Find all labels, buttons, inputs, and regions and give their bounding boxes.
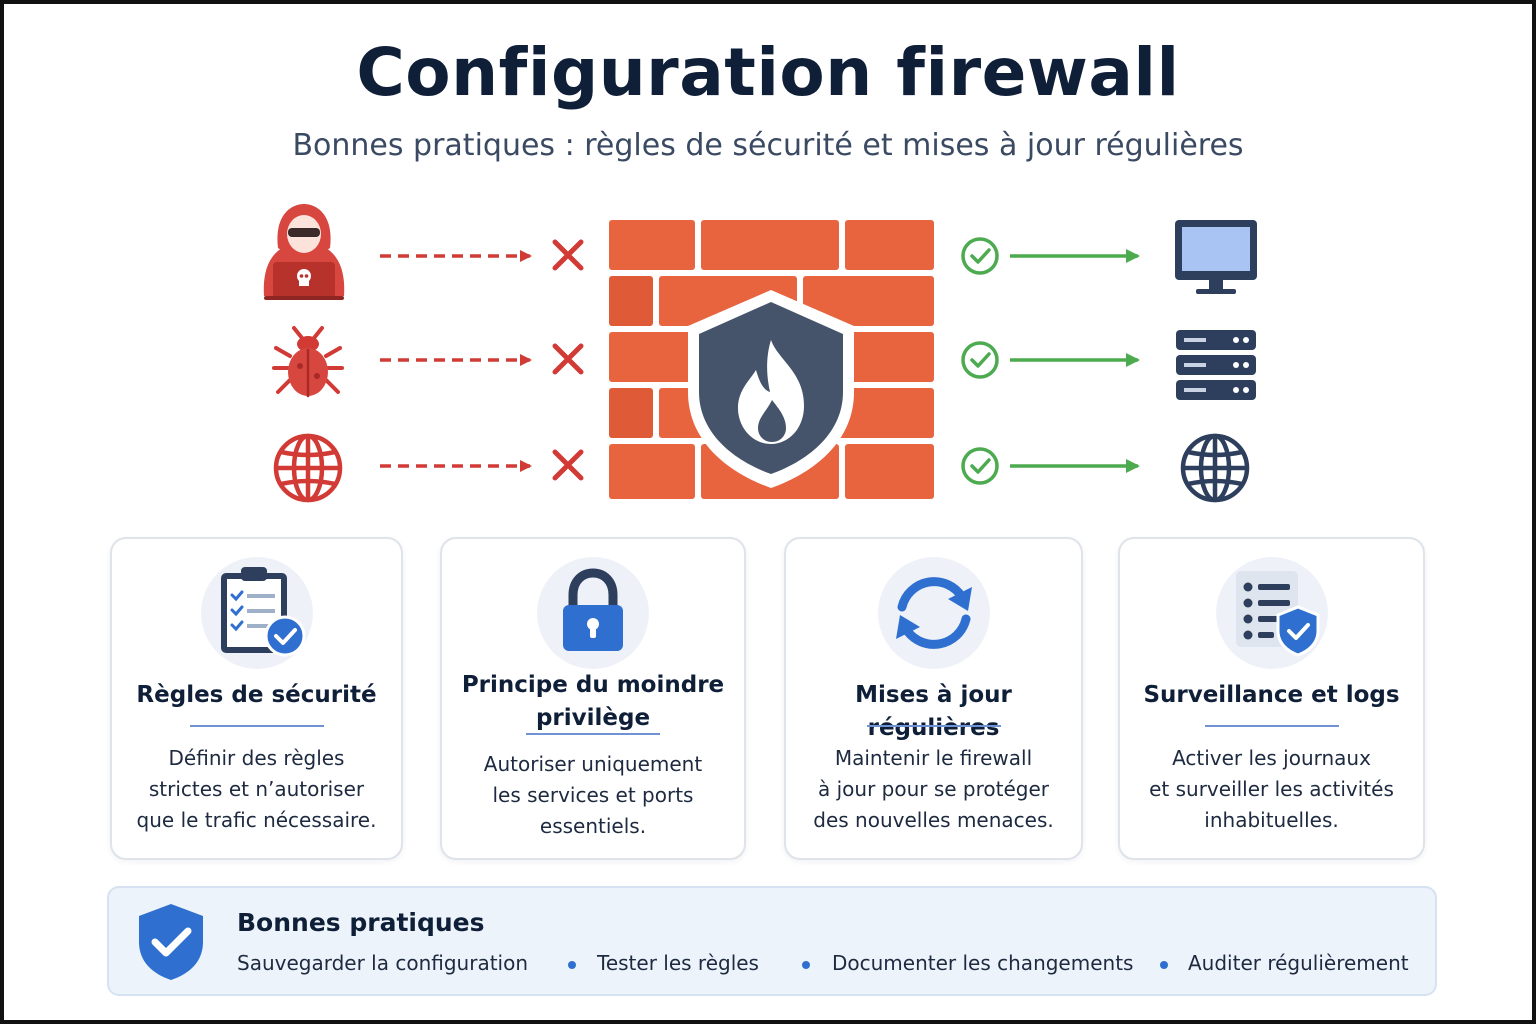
card-regular-updates: Mises à jour régulières Maintenir le fir… — [784, 537, 1083, 860]
card-line: inhabituelles. — [1204, 808, 1339, 832]
firewall-shield-flame-icon — [688, 290, 854, 488]
padlock-icon — [537, 557, 649, 669]
card-title: Mises à jour régulières — [855, 682, 1012, 741]
card-title: Règles de sécurité — [136, 682, 377, 708]
blocked-x-icons — [552, 239, 584, 481]
card-line: Définir des règles — [168, 746, 345, 770]
card-underline — [866, 725, 1001, 727]
best-practices-banner: Bonnes pratiques Sauvegarder la configur… — [107, 886, 1437, 996]
card-title: Principe du moindre privilège — [452, 669, 734, 735]
page-subtitle: Bonnes pratiques : règles de sécurité et… — [292, 128, 1244, 163]
card-underline — [189, 725, 324, 727]
best-practices-title: Bonnes pratiques — [237, 908, 485, 937]
blocked-traffic-arrows — [380, 250, 532, 472]
bullet-dot — [802, 961, 810, 969]
card-title-line: Principe du moindre — [461, 672, 725, 698]
card-security-rules: Règles de sécurité Définir des règles st… — [110, 537, 403, 860]
card-line: les services et ports — [492, 783, 694, 807]
practice-item: Documenter les changements — [832, 951, 1134, 975]
log-list-shield-icon — [1215, 557, 1328, 669]
hacker-icon — [263, 204, 345, 300]
bullet-dot — [1160, 961, 1168, 969]
card-description: Activer les journaux et surveiller les a… — [1134, 743, 1409, 836]
card-description: Autoriser uniquement les services et por… — [456, 749, 730, 842]
card-line: Autoriser uniquement — [483, 752, 703, 776]
allowed-traffic-arrows — [1010, 249, 1140, 473]
card-line: Activer les journaux — [1172, 746, 1371, 770]
card-description: Définir des règles strictes et n’autoris… — [126, 743, 387, 836]
globe-icon — [273, 433, 343, 503]
clipboard-checklist-icon — [200, 557, 313, 669]
monitor-icon — [1175, 220, 1257, 294]
shield-check-icon — [139, 904, 203, 980]
card-monitoring-logs: Surveillance et logs Activer les journau… — [1118, 537, 1425, 860]
card-title: Surveillance et logs — [1143, 682, 1400, 708]
practice-item: Tester les règles — [597, 951, 759, 975]
practice-item: Auditer régulièrement — [1188, 951, 1409, 975]
card-line: strictes et n’autoriser — [148, 777, 365, 801]
card-line: des nouvelles menaces. — [813, 808, 1054, 832]
practice-item: Sauvegarder la configuration — [237, 951, 529, 975]
card-line: essentiels. — [539, 814, 647, 838]
card-line: à jour pour se protéger — [817, 777, 1049, 801]
allowed-check-icons — [961, 237, 999, 485]
card-line: que le trafic nécessaire. — [136, 808, 377, 832]
card-line: et surveiller les activités — [1149, 777, 1394, 801]
card-description: Maintenir le firewall à jour pour se pro… — [800, 743, 1067, 836]
card-title-line: privilège — [535, 705, 651, 731]
bug-icon — [272, 326, 344, 398]
refresh-arrows-icon — [877, 557, 990, 669]
card-underline — [526, 733, 660, 735]
card-least-privilege: Principe du moindre privilège Autoriser … — [440, 537, 746, 860]
card-underline — [1204, 725, 1339, 727]
globe-icon — [1180, 433, 1250, 503]
card-line: Maintenir le firewall — [834, 746, 1033, 770]
firewall-traffic-diagram — [263, 204, 1257, 503]
page-title: Configuration firewall — [356, 34, 1180, 111]
server-icon — [1176, 330, 1256, 400]
bullet-dot — [568, 961, 576, 969]
